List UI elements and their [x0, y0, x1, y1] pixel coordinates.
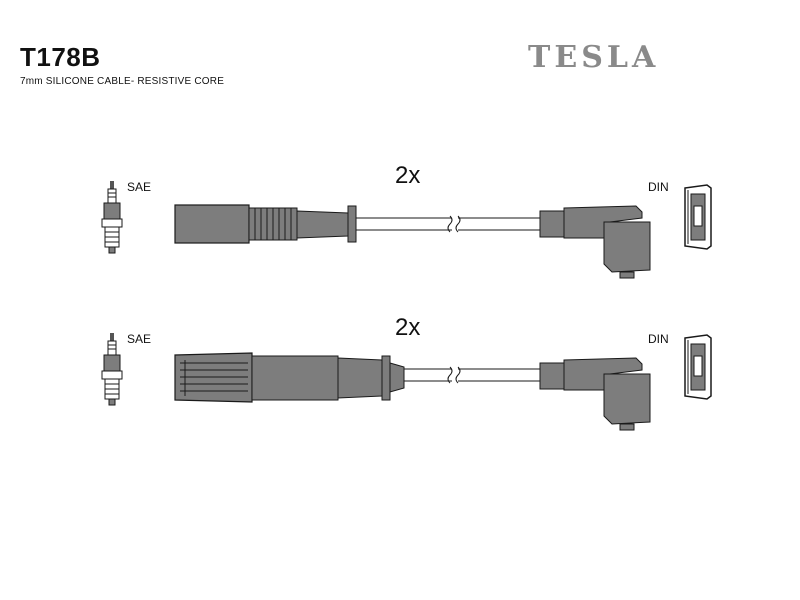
row1-multiplier: 2x	[395, 162, 421, 189]
row1-straight-boot	[174, 204, 357, 244]
row1-cable	[356, 215, 540, 233]
row1-angled-boot	[539, 205, 651, 279]
row2-straight-boot	[174, 352, 405, 403]
part-number: T178B	[20, 42, 101, 72]
row1-din-socket-icon	[684, 184, 712, 250]
row2-cable-assembly	[101, 332, 712, 431]
row2-angled-boot	[539, 357, 651, 431]
row2-right-label: DIN	[648, 332, 669, 346]
cable-description: 7mm SILICONE CABLE- RESISTIVE CORE	[20, 76, 225, 87]
row1-spark-plug-icon	[101, 180, 123, 254]
row1-right-label: DIN	[648, 180, 669, 194]
row2-cable	[404, 366, 540, 384]
row2-spark-plug-icon	[101, 332, 123, 406]
row1-left-label: SAE	[127, 180, 152, 194]
brand-logo: TESLA	[528, 40, 660, 75]
row1-cable-assembly	[101, 180, 712, 279]
row2-din-socket-icon	[684, 334, 712, 400]
row2-left-label: SAE	[127, 332, 152, 346]
row2-multiplier: 2x	[395, 314, 421, 341]
